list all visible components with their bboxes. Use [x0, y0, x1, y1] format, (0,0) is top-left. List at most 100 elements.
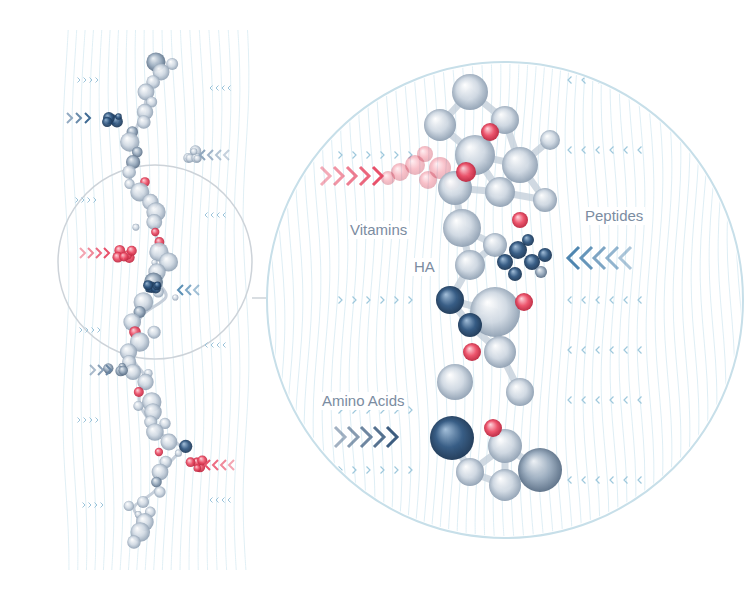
atom — [456, 458, 484, 486]
chevron — [568, 297, 572, 304]
chevron — [568, 77, 572, 84]
chevron — [217, 343, 220, 348]
wave-line — [234, 30, 240, 570]
chevron — [78, 78, 81, 83]
chevron — [624, 297, 628, 304]
wave-line — [583, 60, 591, 540]
chevron — [596, 147, 600, 154]
chevron — [367, 467, 371, 474]
wave-line — [574, 60, 582, 540]
atom — [153, 282, 161, 290]
wave-line — [90, 30, 96, 570]
wave-lines — [63, 30, 249, 570]
chevron — [222, 498, 225, 503]
chevron — [76, 113, 81, 123]
atom — [191, 148, 198, 155]
chevron — [83, 503, 86, 508]
atom — [146, 423, 164, 441]
atom — [127, 535, 140, 548]
atom — [127, 246, 137, 256]
wave-line — [81, 30, 87, 570]
molecule-strand — [67, 52, 234, 548]
chevron — [210, 86, 213, 91]
wave-line — [189, 30, 195, 570]
chevron — [223, 213, 226, 218]
wave-line — [691, 60, 699, 540]
atom — [119, 252, 128, 261]
wave-line — [727, 60, 735, 540]
wave-line — [592, 60, 600, 540]
wave-line — [394, 60, 402, 540]
atom — [456, 162, 476, 182]
chevron — [409, 467, 413, 474]
chevron — [335, 427, 345, 447]
component-label: HA — [412, 258, 437, 276]
atom — [512, 212, 528, 228]
atom — [502, 147, 538, 183]
atom — [515, 293, 533, 311]
chevron — [582, 77, 586, 84]
wave-line — [198, 30, 204, 570]
atom — [175, 450, 182, 457]
wave-line — [628, 60, 636, 540]
chevron — [638, 477, 642, 484]
wave-line — [412, 60, 420, 540]
wave-line — [610, 60, 618, 540]
chevron — [222, 86, 225, 91]
chevron — [229, 460, 234, 470]
chevron — [568, 347, 572, 354]
chevron — [90, 365, 95, 375]
atom — [151, 228, 159, 236]
chevron — [339, 467, 343, 474]
chevron — [638, 77, 642, 84]
wave-line — [207, 30, 213, 570]
atom — [186, 457, 196, 467]
chevron — [200, 150, 205, 160]
wave-line — [367, 60, 375, 540]
chevron — [348, 427, 358, 447]
chevron — [86, 328, 89, 333]
chevron — [360, 167, 369, 185]
chevron — [381, 297, 385, 304]
atom — [458, 313, 482, 337]
chevron — [321, 167, 330, 185]
atom — [154, 282, 161, 289]
wave-line — [709, 60, 717, 540]
wave-line — [225, 30, 231, 570]
atom — [151, 477, 162, 488]
chevron — [581, 247, 592, 269]
wave-line — [673, 60, 681, 540]
chevron — [90, 418, 93, 423]
atom — [417, 146, 433, 162]
wave-line — [682, 60, 690, 540]
chevron — [395, 152, 399, 159]
atom — [143, 280, 153, 290]
chevron — [78, 418, 81, 423]
chevron — [353, 297, 357, 304]
chevron — [106, 365, 111, 375]
chevron — [381, 467, 385, 474]
chevron — [374, 427, 384, 447]
chevron — [582, 477, 586, 484]
chevron — [339, 297, 343, 304]
atom — [148, 326, 161, 339]
atom — [484, 336, 516, 368]
wave-line — [286, 60, 294, 540]
wave-line — [718, 60, 726, 540]
chevron — [98, 365, 103, 375]
wave-line — [126, 30, 132, 570]
chevron — [610, 397, 614, 404]
chevron — [610, 77, 614, 84]
chevron — [84, 418, 87, 423]
chevron — [624, 347, 628, 354]
atom — [424, 109, 456, 141]
wave-line — [601, 60, 609, 540]
chevron — [211, 343, 214, 348]
chevron — [208, 150, 213, 160]
chevron — [596, 77, 600, 84]
chevron — [373, 167, 382, 185]
chevron — [89, 503, 92, 508]
chevron — [582, 297, 586, 304]
chevron — [409, 517, 413, 524]
